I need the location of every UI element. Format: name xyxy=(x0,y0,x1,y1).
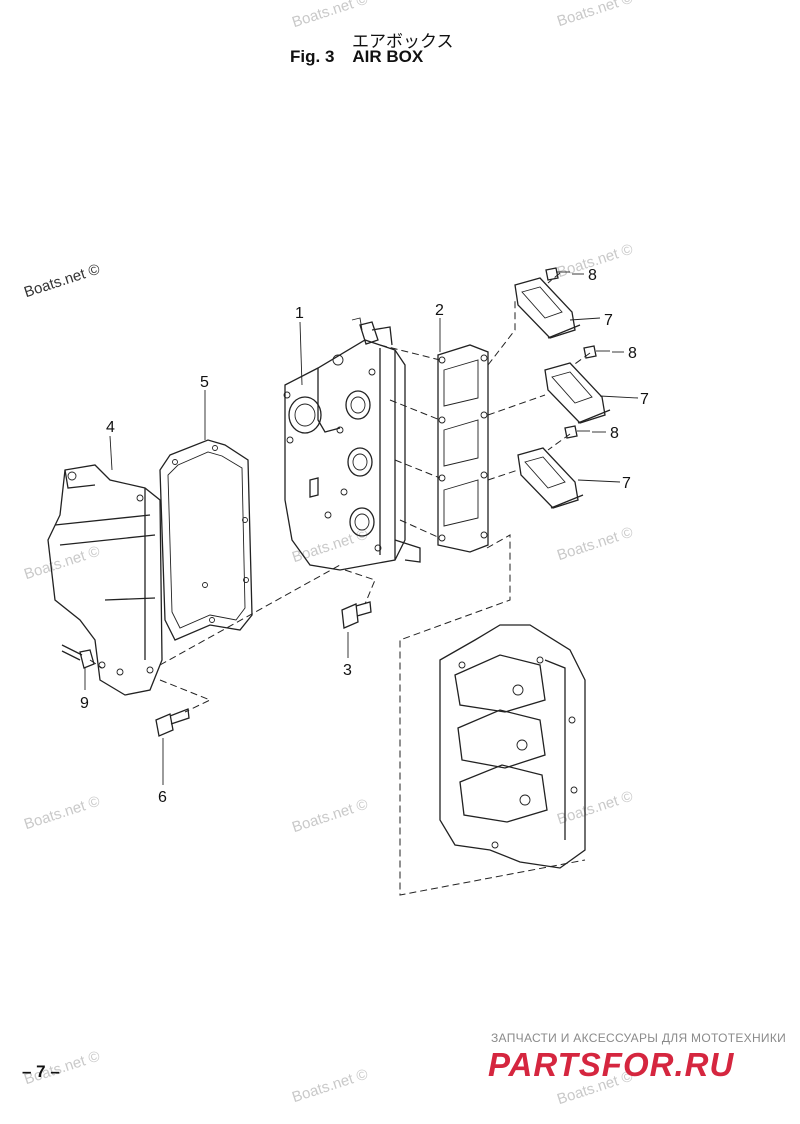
callout-8: 8 xyxy=(588,267,597,284)
callout-7: 7 xyxy=(604,312,613,329)
part-8-screw-bottom xyxy=(564,425,590,439)
part-2-gasket xyxy=(437,344,489,553)
callout-9: 9 xyxy=(80,695,89,712)
part-3-plug xyxy=(341,601,372,629)
figure-name: AIR BOX xyxy=(352,47,424,66)
title-japanese: エアボックス xyxy=(352,32,454,52)
ad-subtitle: ЗАПЧАСТИ И АКСЕССУАРЫ ДЛЯ МОТОТЕХНИКИ xyxy=(491,1031,787,1045)
figure-title: Fig. 3 AIR BOX xyxy=(290,47,441,67)
callout-7: 7 xyxy=(640,391,649,408)
callout-8: 8 xyxy=(628,345,637,362)
assembly-lines xyxy=(89,272,591,896)
callout-4: 4 xyxy=(106,419,115,436)
part-8-screw-middle xyxy=(583,345,610,359)
part-7-reed-valve-bottom xyxy=(517,447,584,509)
callout-6: 6 xyxy=(158,789,167,806)
figure-label: Fig. 3 xyxy=(290,47,335,66)
part-6-bolt xyxy=(155,708,190,737)
part-7-reed-valve-middle xyxy=(544,362,611,424)
page-number: – 7 – xyxy=(22,1062,60,1081)
ad-logo: PARTSFOR.RU xyxy=(488,1046,735,1083)
callout-8: 8 xyxy=(610,425,619,442)
part-8-screw-top xyxy=(545,267,570,281)
part-7-reed-valve-top xyxy=(514,277,581,339)
callout-7: 7 xyxy=(622,475,631,492)
callout-1: 1 xyxy=(295,305,304,322)
part-9-screw xyxy=(61,644,95,669)
callout-3: 3 xyxy=(343,662,352,679)
part-1-intake-manifold xyxy=(283,317,421,571)
part-5-cover-gasket xyxy=(159,439,253,641)
callout-5: 5 xyxy=(200,374,209,391)
callout-2: 2 xyxy=(435,302,444,319)
crankcase-reference xyxy=(439,624,586,869)
part-4-silencer-cover xyxy=(47,464,163,696)
leader-lines xyxy=(84,273,639,785)
